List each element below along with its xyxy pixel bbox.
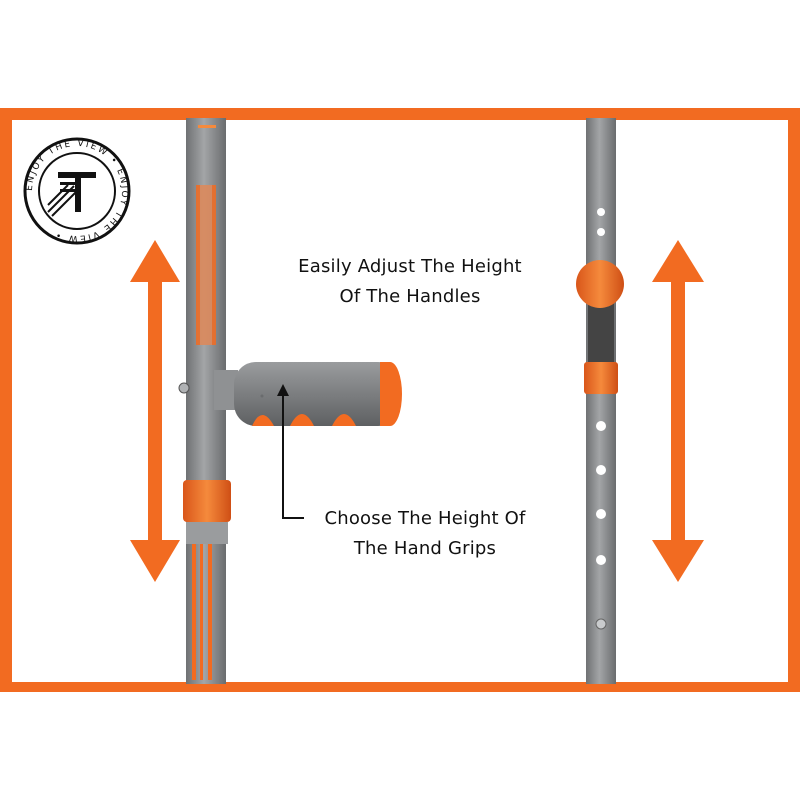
adjust-height-caption: Easily Adjust The Height Of The Handles [280,252,540,312]
hand-grips-line-2: The Hand Grips [353,538,497,559]
up-down-arrow-icon [130,240,180,582]
adjust-height-line-2: Of The Handles [339,286,481,307]
hand-grips-line-1: Choose The Height Of [324,508,526,529]
crutch-t-monogram-icon [47,172,96,217]
height-adjust-collar [183,480,231,522]
brand-logo: ENJOY THE VIEW • ENJOY THE VIEW • [23,137,131,245]
hand-grip [214,362,402,426]
height-collar [584,362,618,394]
push-button-knob [576,260,624,308]
orange-frame [0,108,800,692]
left-crutch-pole [178,118,231,684]
callout-line [282,392,304,519]
up-down-arrow-icon [652,240,704,582]
hand-grips-caption: Choose The Height Of The Hand Grips [310,504,540,564]
right-crutch-pole [576,118,624,684]
adjust-height-line-1: Easily Adjust The Height [298,256,522,277]
